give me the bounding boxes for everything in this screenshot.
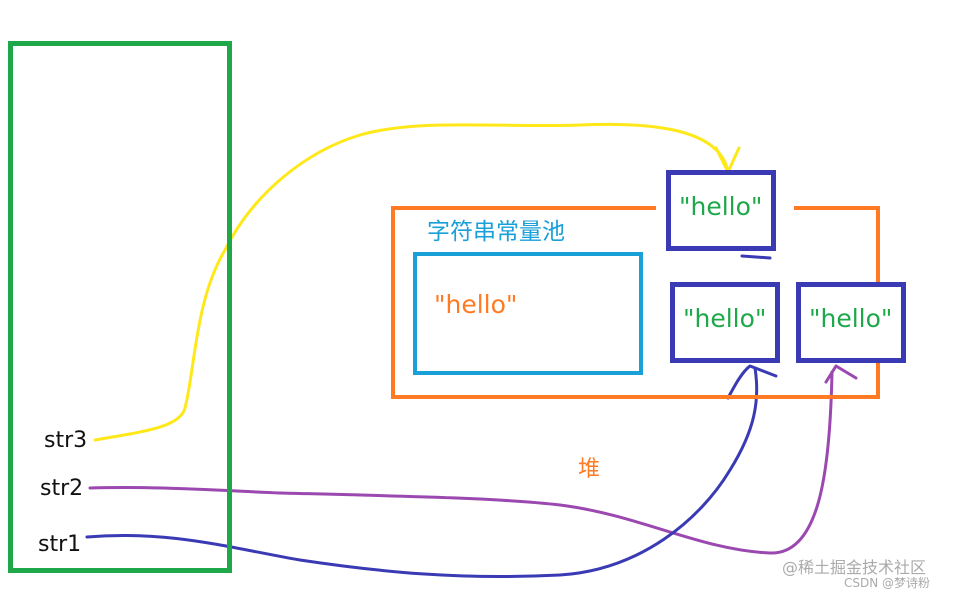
var-str3: str3 <box>44 428 88 453</box>
heap-label: 堆 <box>578 457 601 482</box>
heap-object-3: "hello" <box>796 282 906 363</box>
str3-arrow <box>93 122 730 442</box>
constant-pool <box>413 252 643 375</box>
heap-object-1: "hello" <box>666 170 776 251</box>
str1-arrowhead <box>726 364 778 400</box>
var-str1: str1 <box>38 532 82 557</box>
watermark-main: @稀土掘金技术社区 <box>782 558 927 577</box>
stack-frame <box>8 41 232 573</box>
obj1-mark <box>740 254 772 260</box>
str2-arrowhead <box>824 364 858 384</box>
heap-object-1-value: "hello" <box>679 192 763 221</box>
heap-object-3-value: "hello" <box>809 304 893 333</box>
watermark-sub: CSDN @梦诗粉 <box>844 576 931 590</box>
heap-object-2: "hello" <box>670 282 780 363</box>
str1-arrow <box>85 366 759 578</box>
str3-arrowhead <box>714 146 741 174</box>
constant-pool-label: 字符串常量池 <box>427 219 565 245</box>
var-str2: str2 <box>40 476 84 501</box>
heap-object-2-value: "hello" <box>683 304 767 333</box>
pool-string-literal: "hello" <box>434 290 518 319</box>
